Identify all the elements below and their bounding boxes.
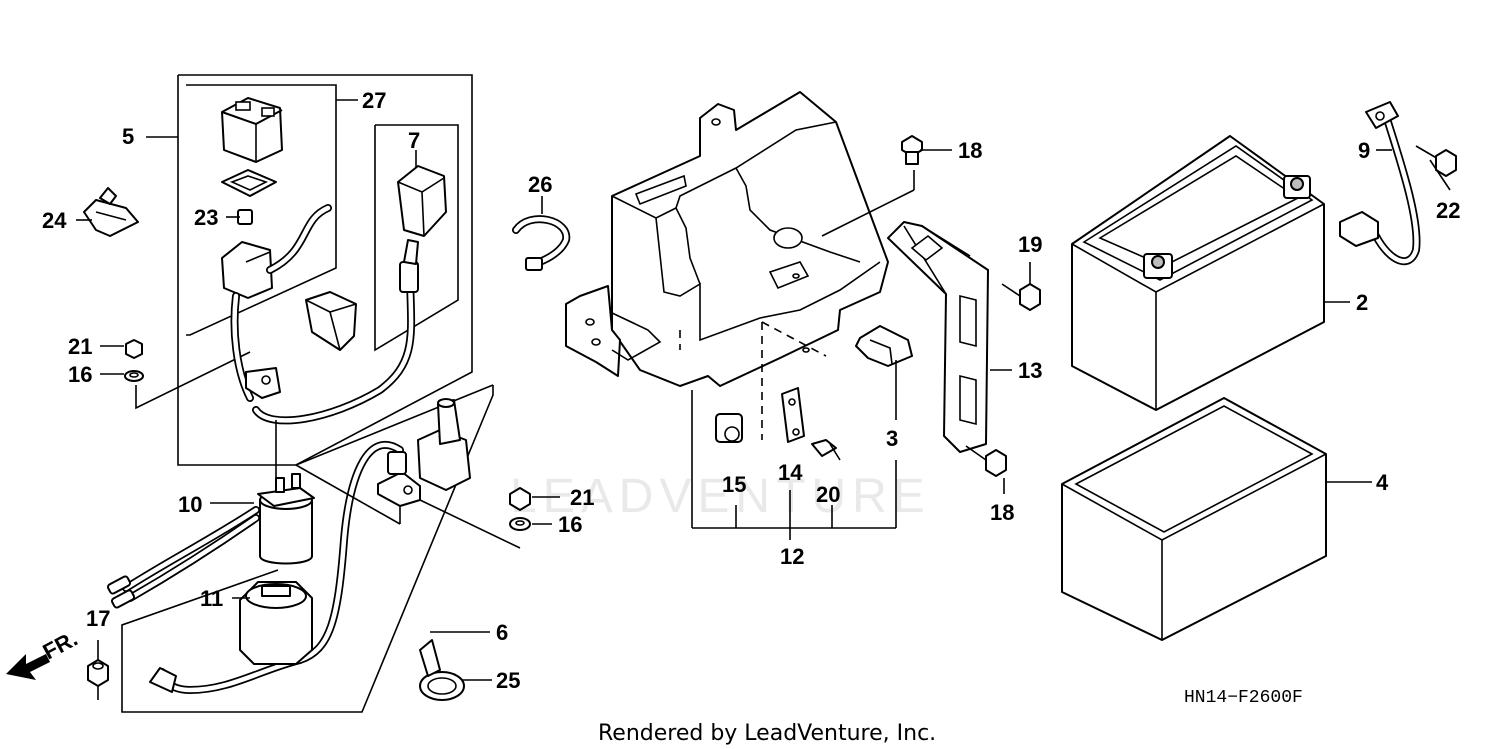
callout-5: 5 — [122, 124, 134, 149]
callout-14: 14 — [778, 460, 803, 485]
bolt-19 — [1001, 283, 1041, 311]
nut-17 — [87, 640, 109, 700]
watermark: LEADVENTURE — [510, 470, 931, 523]
callout-16-center: 16 — [558, 512, 582, 537]
battery-2 — [1071, 135, 1325, 411]
clip-25 — [419, 639, 465, 701]
callout-18-bottom: 18 — [990, 500, 1014, 525]
callout-17: 17 — [86, 606, 110, 631]
cushion-3 — [855, 325, 913, 367]
callout-27: 27 — [362, 88, 386, 113]
leader-lines-center — [691, 360, 897, 540]
bracket-13 — [887, 221, 989, 453]
callout-26: 26 — [528, 172, 552, 197]
plate-14 — [781, 387, 805, 443]
callout-3: 3 — [886, 426, 898, 451]
callout-25: 25 — [496, 668, 520, 693]
callout-2: 2 — [1356, 290, 1368, 315]
callout-7: 7 — [408, 128, 420, 153]
callout-labels: 5 27 7 24 23 21 16 10 11 17 26 21 16 6 2… — [42, 88, 1460, 693]
bolt-18-bottom — [965, 445, 1007, 477]
callout-21-center: 21 — [570, 485, 594, 510]
clip-24 — [83, 187, 139, 237]
callout-22: 22 — [1436, 198, 1460, 223]
diagram-code: HN14−F2600F — [1184, 688, 1303, 708]
callout-21-left: 21 — [68, 334, 92, 359]
callout-9: 9 — [1358, 138, 1370, 163]
front-direction-arrow: FR. — [6, 626, 82, 680]
callout-13: 13 — [1018, 358, 1042, 383]
callout-19: 19 — [1018, 232, 1042, 257]
battery-case-4 — [1061, 397, 1327, 641]
callout-6: 6 — [496, 620, 508, 645]
leader-lines-right — [76, 99, 1451, 681]
band-26 — [512, 215, 571, 271]
part-15 — [715, 413, 743, 443]
callout-4: 4 — [1376, 470, 1389, 495]
bolt-22 — [1415, 145, 1457, 177]
nut-washer-center — [509, 487, 531, 531]
callout-24: 24 — [42, 208, 67, 233]
callout-23: 23 — [194, 205, 218, 230]
callout-20: 20 — [816, 482, 840, 507]
screw-20 — [811, 439, 841, 461]
callout-18-top: 18 — [958, 138, 982, 163]
callout-16-left: 16 — [68, 362, 92, 387]
cable-9 — [1339, 101, 1421, 266]
nut-washer-left — [124, 339, 144, 382]
battery-box — [565, 91, 915, 440]
footer-credit: Rendered by LeadVenture, Inc. — [598, 721, 936, 746]
wiring-assembly — [106, 74, 521, 713]
callout-10: 10 — [178, 492, 202, 517]
bolt-18-top — [901, 135, 923, 165]
callout-11: 11 — [200, 586, 223, 611]
callout-12: 12 — [780, 544, 804, 569]
callout-15: 15 — [722, 472, 746, 497]
